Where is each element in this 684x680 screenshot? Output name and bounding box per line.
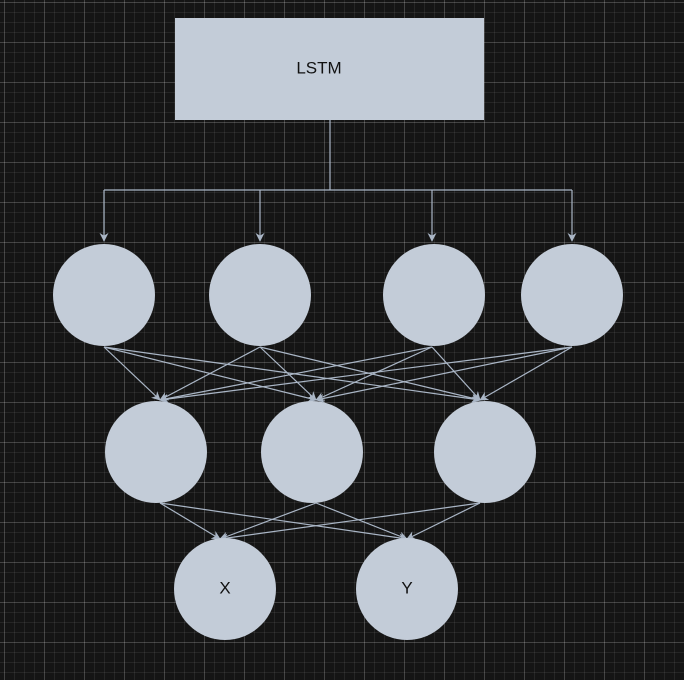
- edge-h1-1-to-h2-3: [103, 346, 481, 404]
- edge-h1-2-to-h2-2: [259, 346, 317, 401]
- edge-h1-3-to-h2-1: [159, 346, 433, 403]
- hidden1-node-2[interactable]: [209, 244, 311, 346]
- hidden2-node-1[interactable]: [105, 401, 207, 503]
- edge-h1-4-to-h2-3: [479, 346, 573, 401]
- lstm-label: LSTM: [296, 58, 341, 77]
- hidden1-node-4[interactable]: [521, 244, 623, 346]
- edge-h1-4-to-h2-1: [159, 346, 573, 404]
- hidden2-node-3[interactable]: [434, 401, 536, 503]
- edge-h1-4-to-h2-2: [315, 346, 573, 403]
- output-x-label: X: [219, 578, 230, 597]
- hidden1-node-3[interactable]: [383, 244, 485, 346]
- edge-h2-1-to-out-1: [159, 502, 221, 540]
- edge-h1-3-to-h2-3: [431, 346, 481, 401]
- edge-h2-3-to-out-1: [219, 502, 481, 543]
- hidden2-node-2[interactable]: [261, 401, 363, 503]
- edges: [99, 120, 577, 543]
- edge-h2-2-to-out-1: [219, 502, 317, 541]
- nodes: LSTM X Y: [53, 18, 623, 640]
- output-y-label: Y: [401, 578, 412, 597]
- output-node-x[interactable]: [174, 538, 276, 640]
- lstm-box[interactable]: [175, 18, 484, 120]
- edge-h2-2-to-out-2: [315, 502, 408, 541]
- edge-h2-3-to-out-2: [406, 502, 481, 540]
- edge-h2-1-to-out-2: [159, 502, 408, 543]
- edge-h1-2-to-h2-1: [159, 346, 261, 401]
- hidden1-node-1[interactable]: [53, 244, 155, 346]
- edge-h1-3-to-h2-2: [315, 346, 433, 401]
- output-node-y[interactable]: [356, 538, 458, 640]
- edge-h1-1-to-h2-1: [103, 346, 161, 401]
